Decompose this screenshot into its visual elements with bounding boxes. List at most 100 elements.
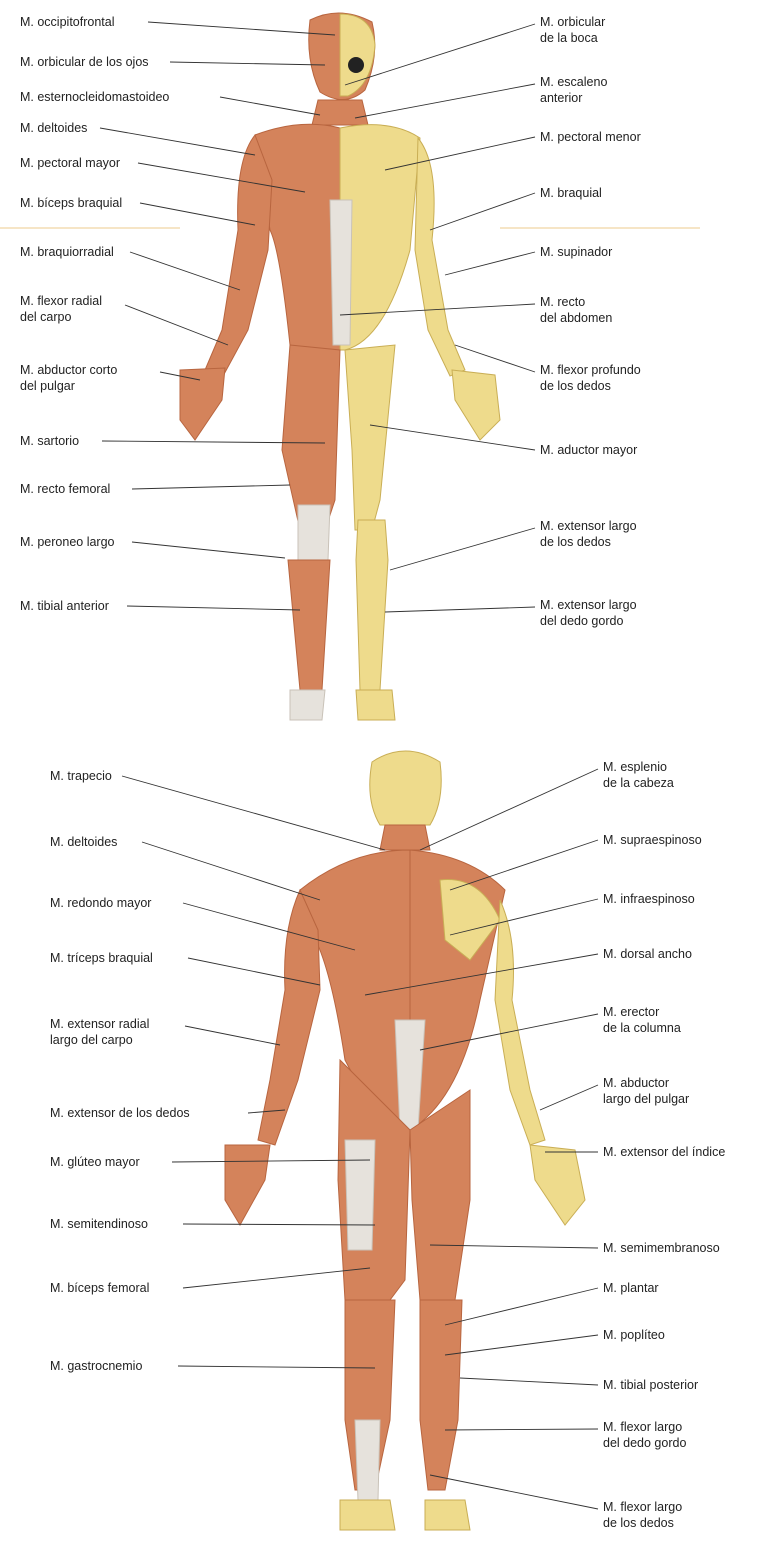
- label-text: largo del carpo: [50, 1033, 133, 1047]
- label-text: M. extensor de los dedos: [50, 1106, 190, 1120]
- label-text: M. glúteo mayor: [50, 1155, 140, 1169]
- label-text: del pulgar: [20, 379, 75, 393]
- front-body-figure: [179, 12, 501, 721]
- label-extensor-dedos: M. extensor de los dedos: [50, 1105, 190, 1121]
- label-text: del carpo: [20, 310, 72, 324]
- label-text: de la cabeza: [603, 776, 674, 790]
- label-text: M. infraespinoso: [603, 892, 695, 906]
- label-esplenio-cabeza: M. esplenio de la cabeza: [603, 759, 674, 791]
- label-text: M. tibial posterior: [603, 1378, 699, 1392]
- label-gluteo-mayor: M. glúteo mayor: [50, 1154, 140, 1170]
- label-extensor-indice: M. extensor del índice: [603, 1144, 725, 1160]
- label-text: de los dedos: [540, 379, 611, 393]
- label-flexor-largo-dedos: M. flexor largo de los dedos: [603, 1499, 682, 1531]
- label-plantar: M. plantar: [603, 1280, 659, 1296]
- label-text: M. abductor: [603, 1076, 670, 1090]
- label-text: M. esplenio: [603, 760, 667, 774]
- label-text: largo del pulgar: [603, 1092, 690, 1106]
- label-text: M. semimembranoso: [603, 1241, 720, 1255]
- label-flexor-radial-carpo: M. flexor radial del carpo: [20, 293, 102, 325]
- label-text: M. braquial: [540, 186, 602, 200]
- label-braquiorradial: M. braquiorradial: [20, 244, 114, 260]
- label-text: M. redondo mayor: [50, 896, 152, 910]
- label-text: M. occipitofrontal: [20, 15, 115, 29]
- label-sartorio: M. sartorio: [20, 433, 79, 449]
- label-abductor-corto-pulgar: M. abductor corto del pulgar: [20, 362, 117, 394]
- label-text: M. extensor largo: [540, 598, 637, 612]
- label-pectoral-menor: M. pectoral menor: [540, 129, 641, 145]
- label-pectoral-mayor: M. pectoral mayor: [20, 155, 120, 171]
- label-erector-columna: M. erector de la columna: [603, 1004, 681, 1036]
- label-text: M. orbicular: [540, 15, 606, 29]
- label-text: M. dorsal ancho: [603, 947, 692, 961]
- label-aductor-mayor: M. aductor mayor: [540, 442, 637, 458]
- label-redondo-mayor: M. redondo mayor: [50, 895, 151, 911]
- label-semimembranoso: M. semimembranoso: [603, 1240, 720, 1256]
- label-semitendinoso: M. semitendinoso: [50, 1216, 148, 1232]
- label-text: M. extensor radial: [50, 1017, 150, 1031]
- label-extensor-radial-largo-carpo: M. extensor radial largo del carpo: [50, 1016, 149, 1048]
- label-supinador: M. supinador: [540, 244, 612, 260]
- label-text: M. flexor largo: [603, 1500, 683, 1514]
- label-text: M. esternocleidomastoideo: [20, 90, 170, 104]
- label-text: de los dedos: [603, 1516, 674, 1530]
- label-gastrocnemio: M. gastrocnemio: [50, 1358, 142, 1374]
- label-orbicular-ojos: M. orbicular de los ojos: [20, 54, 149, 70]
- label-esternocleidomastoideo: M. esternocleidomastoideo: [20, 89, 169, 105]
- label-text: M. flexor profundo: [540, 363, 641, 377]
- label-text: M. bíceps femoral: [50, 1281, 150, 1295]
- label-text: de los dedos: [540, 535, 611, 549]
- label-deltoides-front: M. deltoides: [20, 120, 87, 136]
- label-text: M. plantar: [603, 1281, 659, 1295]
- label-text: M. escaleno: [540, 75, 608, 89]
- label-text: M. recto femoral: [20, 482, 111, 496]
- label-trapecio: M. trapecio: [50, 768, 112, 784]
- label-text: M. extensor largo: [540, 519, 637, 533]
- leader-lines: [99, 21, 599, 1510]
- label-braquial: M. braquial: [540, 185, 602, 201]
- label-text: M. braquiorradial: [20, 245, 114, 259]
- label-text: M. peroneo largo: [20, 535, 115, 549]
- label-text: anterior: [540, 91, 583, 105]
- label-text: del dedo gordo: [540, 614, 624, 628]
- label-text: M. supraespinoso: [603, 833, 702, 847]
- label-text: M. extensor del índice: [603, 1145, 726, 1159]
- label-peroneo-largo: M. peroneo largo: [20, 534, 115, 550]
- label-triceps-braquial: M. tríceps braquial: [50, 950, 153, 966]
- label-text: M. recto: [540, 295, 586, 309]
- label-text: M. trapecio: [50, 769, 112, 783]
- label-recto-femoral: M. recto femoral: [20, 481, 110, 497]
- label-extensor-largo-dedos: M. extensor largo de los dedos: [540, 518, 637, 550]
- label-text: M. deltoides: [20, 121, 88, 135]
- label-text: M. sartorio: [20, 434, 80, 448]
- label-tibial-posterior: M. tibial posterior: [603, 1377, 698, 1393]
- label-text: M. erector: [603, 1005, 660, 1019]
- label-text: M. tríceps braquial: [50, 951, 153, 965]
- label-text: M. tibial anterior: [20, 599, 109, 613]
- label-escaleno-anterior: M. escaleno anterior: [540, 74, 607, 106]
- label-text: M. supinador: [540, 245, 613, 259]
- back-body-figure: [224, 750, 586, 1531]
- label-orbicular-boca: M. orbicular de la boca: [540, 14, 605, 46]
- label-extensor-largo-dedo-gordo: M. extensor largo del dedo gordo: [540, 597, 637, 629]
- label-text: M. gastrocnemio: [50, 1359, 143, 1373]
- label-text: M. abductor corto: [20, 363, 118, 377]
- label-text: de la columna: [603, 1021, 681, 1035]
- label-text: M. semitendinoso: [50, 1217, 148, 1231]
- label-popliteo: M. poplíteo: [603, 1327, 665, 1343]
- label-biceps-braquial: M. bíceps braquial: [20, 195, 122, 211]
- label-text: M. bíceps braquial: [20, 196, 123, 210]
- label-text: M. aductor mayor: [540, 443, 638, 457]
- label-deltoides-back: M. deltoides: [50, 834, 117, 850]
- label-supraespinoso: M. supraespinoso: [603, 832, 702, 848]
- label-infraespinoso: M. infraespinoso: [603, 891, 695, 907]
- label-text: M. poplíteo: [603, 1328, 665, 1342]
- label-text: de la boca: [540, 31, 598, 45]
- label-recto-abdomen: M. recto del abdomen: [540, 294, 612, 326]
- label-text: M. flexor radial: [20, 294, 102, 308]
- label-text: del abdomen: [540, 311, 613, 325]
- label-dorsal-ancho: M. dorsal ancho: [603, 946, 692, 962]
- label-text: M. pectoral menor: [540, 130, 641, 144]
- label-biceps-femoral: M. bíceps femoral: [50, 1280, 149, 1296]
